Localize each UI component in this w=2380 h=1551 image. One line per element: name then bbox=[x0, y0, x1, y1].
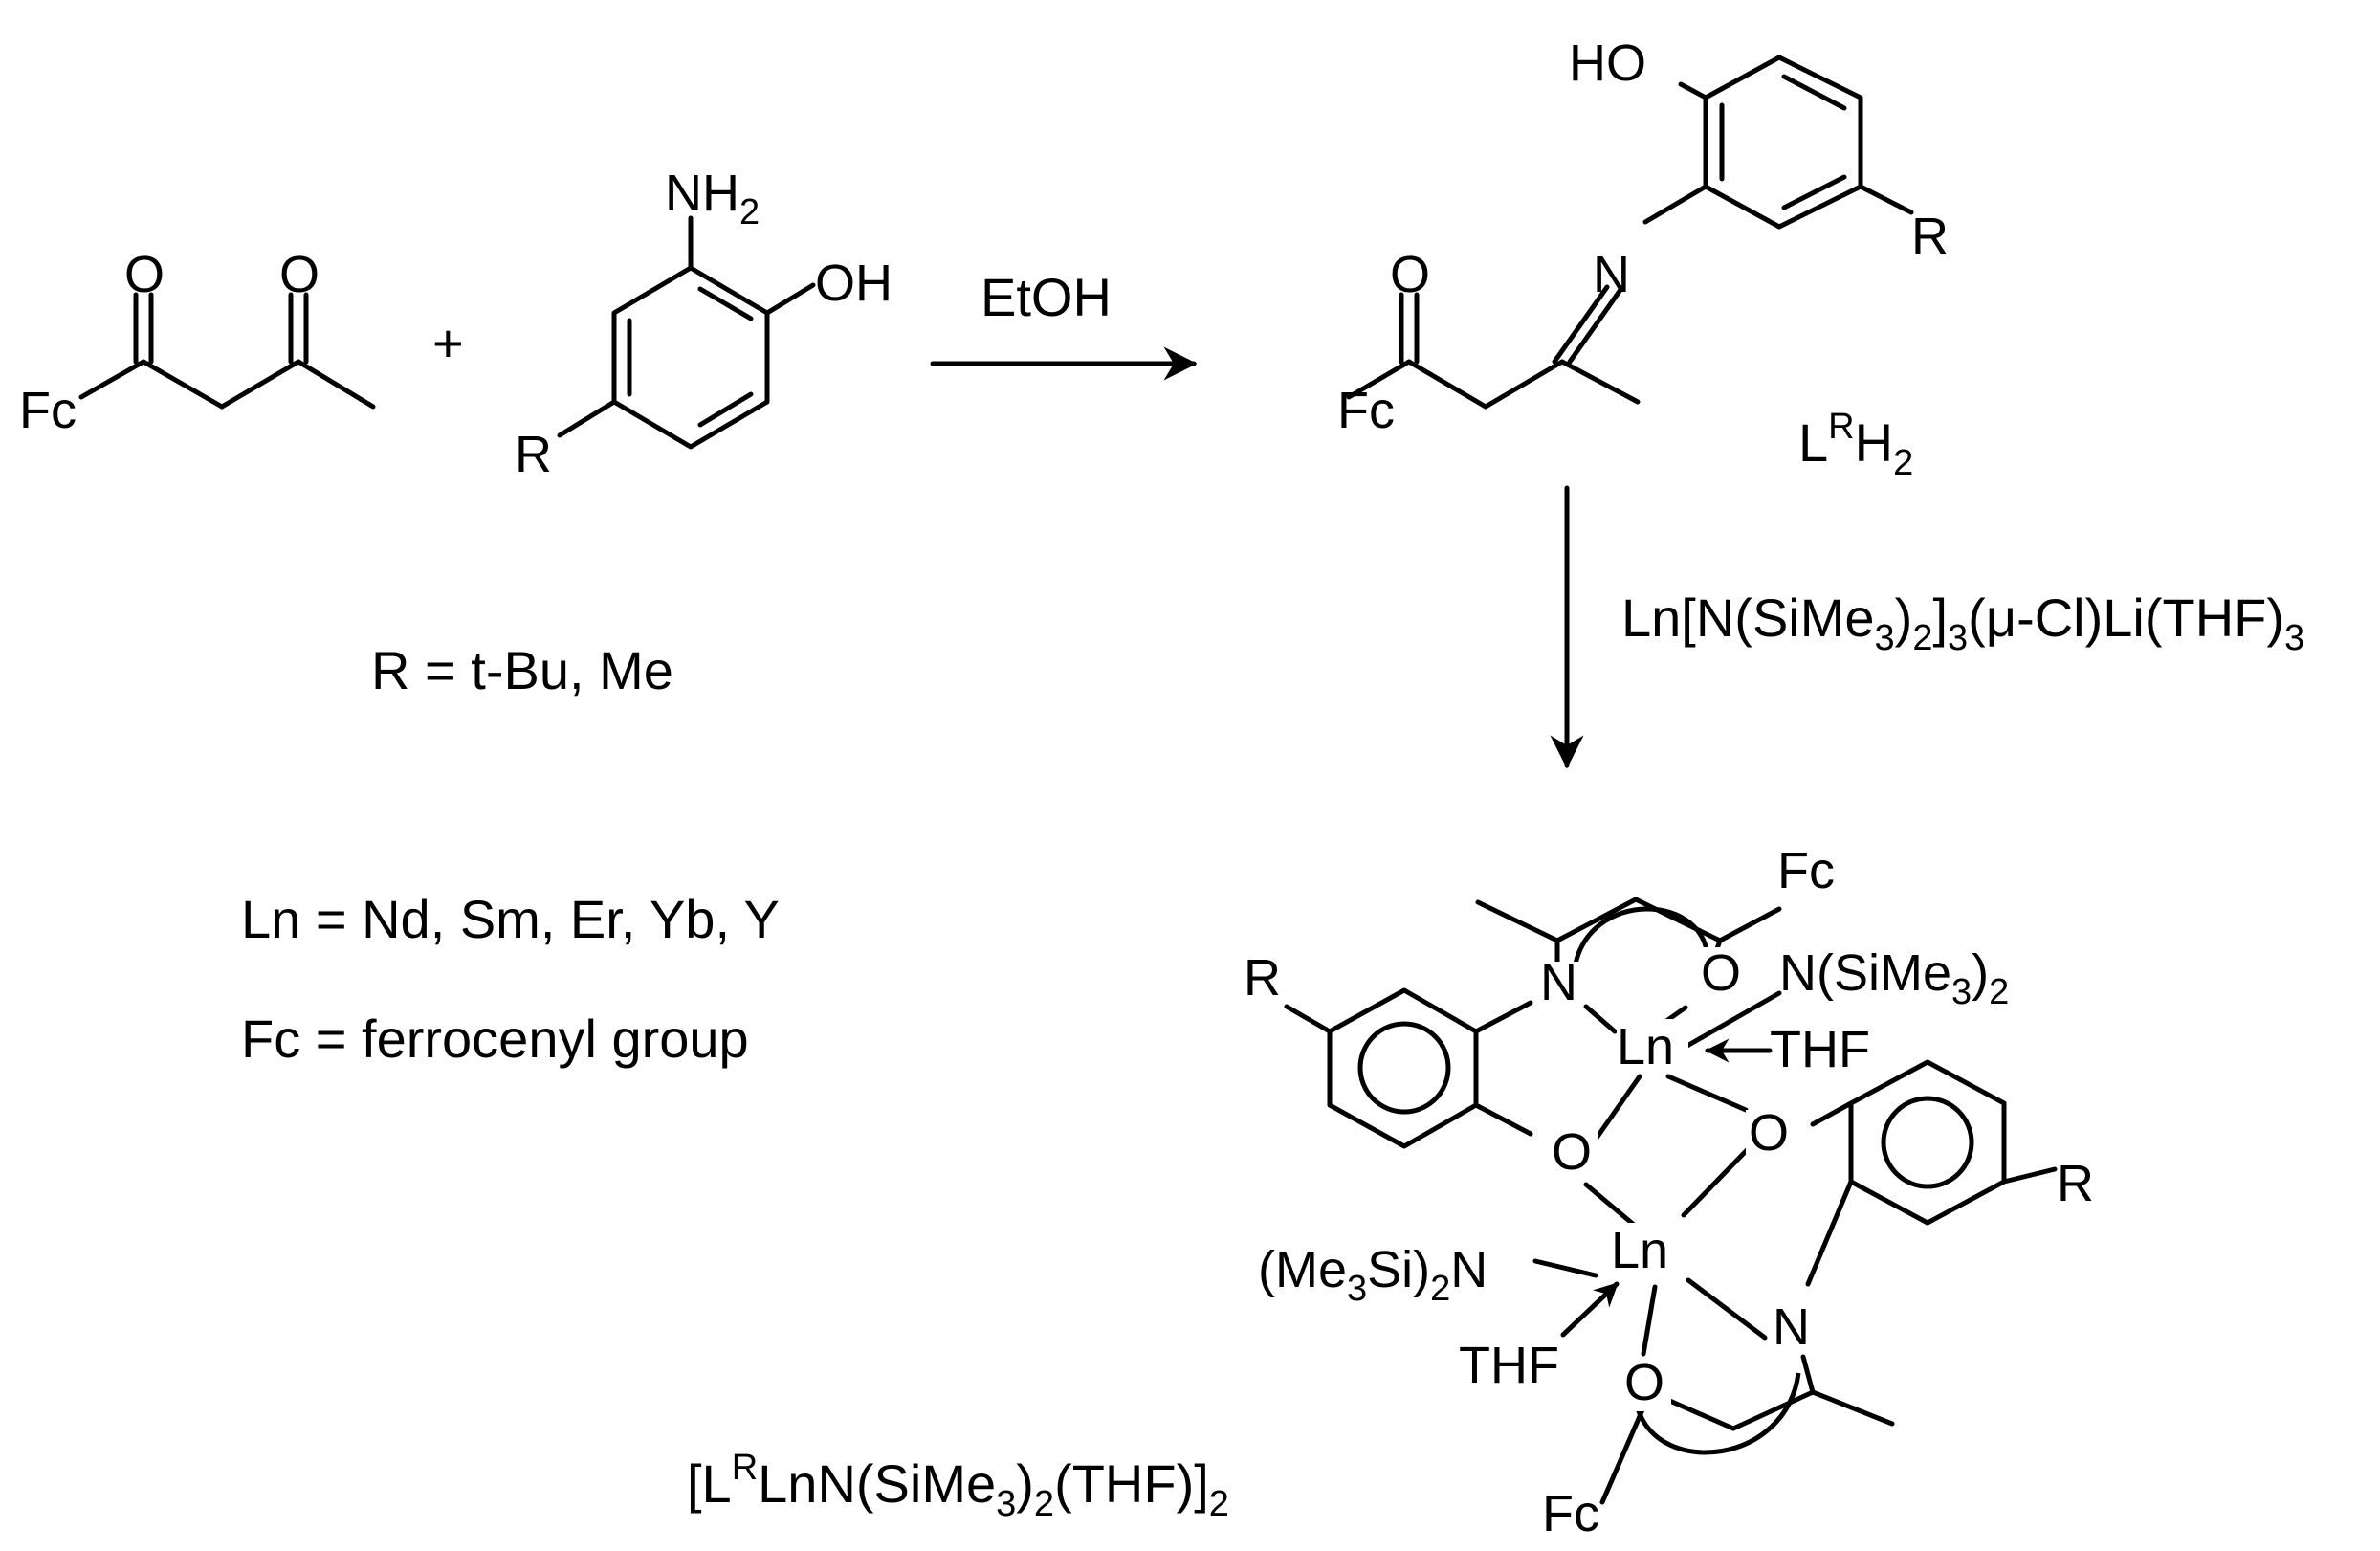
oxygen-label: O bbox=[1390, 246, 1430, 303]
fc-label: Fc bbox=[19, 382, 77, 439]
nitrogen-label: N bbox=[1773, 1298, 1810, 1356]
r-group-label: R bbox=[515, 426, 552, 483]
fc-definition: Fc = ferrocenyl group bbox=[241, 1008, 749, 1069]
fc-label: Fc bbox=[1337, 382, 1395, 439]
oxygen-label: O bbox=[124, 246, 165, 303]
plus-sign: + bbox=[432, 313, 464, 373]
oxygen-label: O bbox=[1701, 944, 1741, 1002]
ligand-structure: HO R N O Fc LRH2 bbox=[1337, 34, 1949, 483]
r-group-label: R bbox=[1244, 949, 1281, 1007]
lanthanide-label: Ln bbox=[1611, 1222, 1668, 1279]
solvent-label: EtOH bbox=[981, 267, 1112, 327]
product-complex: Fc N O N(SiMe3)2 Ln THF R O O R Ln (Me3S… bbox=[1244, 842, 2094, 1542]
hydroxyl-label: HO bbox=[1569, 34, 1646, 92]
ln-definition: Ln = Nd, Sm, Er, Yb, Y bbox=[241, 889, 780, 949]
r-group-label: R bbox=[2057, 1155, 2094, 1212]
product-name: [LRLnN(SiMe3)2(THF)]2 bbox=[687, 1448, 1229, 1524]
r-group-label: R bbox=[1911, 208, 1949, 265]
amide-ligand-label: N(SiMe3)2 bbox=[1779, 944, 2009, 1012]
amino-label: NH2 bbox=[665, 165, 760, 233]
hydroxyl-label: OH bbox=[815, 255, 892, 312]
ligand-name: LRH2 bbox=[1798, 407, 1913, 483]
reactant-ferrocenoyl-acetone: Fc O O bbox=[19, 246, 376, 439]
thf-label: THF bbox=[1770, 1021, 1870, 1078]
imine-nitrogen-label: N bbox=[1593, 246, 1630, 303]
reactant-aminophenol: NH2 OH R bbox=[515, 165, 892, 483]
amide-ligand-label: (Me3Si)2N bbox=[1258, 1241, 1488, 1309]
oxygen-label: O bbox=[1552, 1123, 1592, 1181]
oxygen-label: O bbox=[279, 246, 320, 303]
fc-label: Fc bbox=[1542, 1485, 1599, 1542]
nitrogen-label: N bbox=[1540, 954, 1577, 1011]
fc-label: Fc bbox=[1777, 842, 1835, 899]
reagent-label: Ln[N(SiMe3)2]3(μ-Cl)Li(THF)3 bbox=[1621, 587, 2304, 658]
r-definition: R = t-Bu, Me bbox=[371, 640, 673, 700]
lanthanide-label: Ln bbox=[1617, 1018, 1674, 1075]
thf-label: THF bbox=[1459, 1337, 1559, 1394]
oxygen-label: O bbox=[1749, 1104, 1789, 1162]
oxygen-label: O bbox=[1624, 1354, 1664, 1411]
